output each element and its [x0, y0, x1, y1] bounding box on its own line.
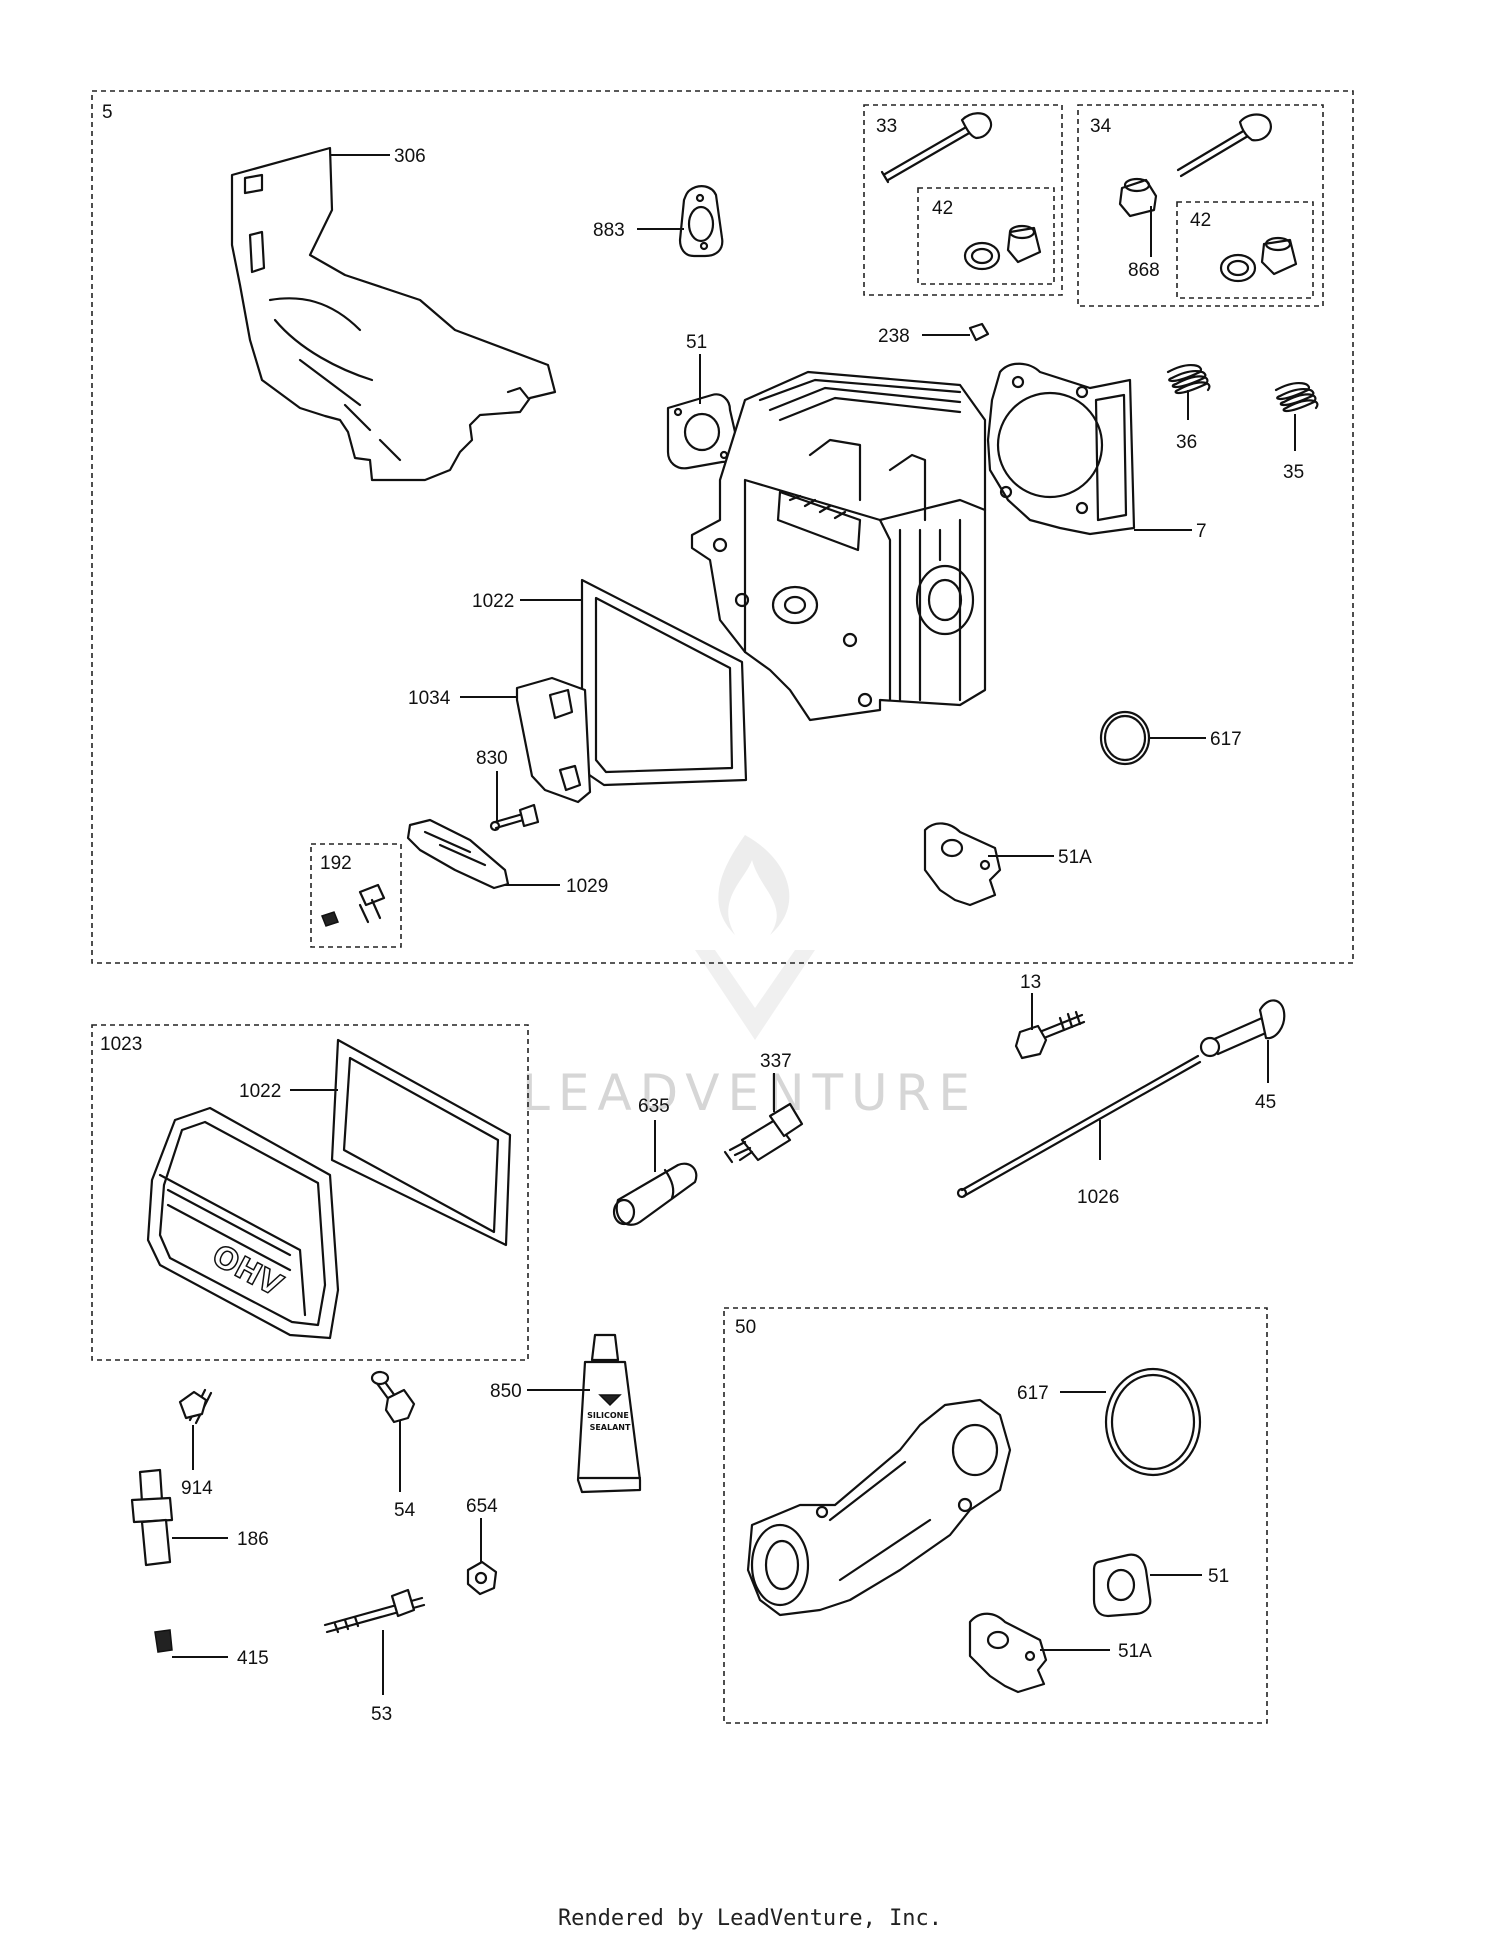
group-number-1023: 1023 — [100, 1034, 142, 1055]
label-1022-b: 1022 — [239, 1081, 281, 1102]
label-7: 7 — [1196, 521, 1207, 542]
part-617a-o-ring — [1099, 710, 1151, 766]
group-number-50: 50 — [735, 1317, 756, 1338]
part-1029-rocker-arm — [406, 818, 510, 890]
part-7-head-gasket — [986, 362, 1136, 536]
label-830: 830 — [476, 748, 508, 769]
label-51A-b: 51A — [1118, 1641, 1152, 1662]
group-number-34: 34 — [1090, 116, 1112, 137]
label-914: 914 — [181, 1478, 213, 1499]
label-53: 53 — [371, 1704, 392, 1725]
part-883-gasket — [678, 185, 724, 258]
label-635: 635 — [638, 1096, 670, 1117]
part-914-bolt — [178, 1388, 213, 1425]
part-36-spring — [1166, 364, 1211, 395]
label-45: 45 — [1255, 1092, 1276, 1113]
part-1026-push-rod — [956, 1054, 1202, 1199]
label-35: 35 — [1283, 462, 1304, 483]
label-617-b: 617 — [1017, 1383, 1049, 1404]
watermark-text: LEADVENTURE — [522, 1064, 978, 1122]
part-34-valve — [1176, 113, 1272, 178]
part-53-stud — [323, 1588, 426, 1634]
label-36: 36 — [1176, 432, 1197, 453]
sealant-text-1: SILICONE — [587, 1411, 629, 1420]
group-box-192 — [310, 843, 402, 948]
group-number-5: 5 — [102, 102, 113, 123]
group-box-34 — [1077, 104, 1324, 307]
label-883: 883 — [593, 220, 625, 241]
part-337-spark-plug — [723, 1102, 804, 1164]
label-1029: 1029 — [566, 876, 608, 897]
part-50-intake-manifold — [746, 1398, 1012, 1617]
part-51A-gasket — [923, 822, 1002, 907]
label-238: 238 — [878, 326, 910, 347]
label-51A-a: 51A — [1058, 847, 1092, 868]
part-868-valve-cap — [1118, 177, 1158, 218]
part-1023-valve-cover: OHV — [146, 1106, 340, 1340]
part-306-air-shroud — [230, 146, 557, 482]
part-51b-gasket — [1092, 1553, 1152, 1618]
part-192-adjuster — [321, 883, 386, 927]
label-54: 54 — [394, 1500, 416, 1521]
label-306: 306 — [394, 146, 426, 167]
part-33-valve — [880, 112, 993, 184]
label-1034: 1034 — [408, 688, 451, 709]
label-850: 850 — [490, 1381, 522, 1402]
footer-credit: Rendered by LeadVenture, Inc. — [557, 1906, 943, 1931]
label-868: 868 — [1128, 260, 1160, 281]
label-51-b: 51 — [1208, 1566, 1229, 1587]
part-238-plug — [968, 322, 990, 342]
group-box-1023 — [91, 1024, 529, 1361]
part-51Ab-gasket — [968, 1612, 1048, 1694]
part-cylinder-head — [690, 370, 987, 722]
sealant-text-2: SEALANT — [590, 1423, 631, 1432]
part-1034-plate — [515, 676, 592, 804]
label-51: 51 — [686, 332, 707, 353]
part-54-bolt — [370, 1370, 416, 1424]
label-415: 415 — [237, 1648, 269, 1669]
group-box-42b — [1176, 201, 1314, 299]
group-number-33: 33 — [876, 116, 897, 137]
part-42b-valve-seal — [1219, 236, 1298, 283]
group-box-50 — [723, 1307, 1268, 1724]
part-42a-valve-seal — [963, 224, 1042, 271]
part-635-boot — [612, 1162, 698, 1226]
part-617b-o-ring — [1104, 1367, 1202, 1477]
label-1022-a: 1022 — [472, 591, 514, 612]
part-830-stud — [489, 803, 540, 832]
part-850-sealant-tube: SILICONE SEALANT — [576, 1333, 642, 1494]
callout-labels: 306 883 868 238 51 36 35 7 1022 1034 830… — [181, 146, 1304, 1725]
leader-lines — [172, 154, 1296, 1695]
part-13-bolt — [1014, 1010, 1086, 1060]
part-45-valve — [1199, 999, 1286, 1058]
group-box-5 — [91, 90, 1354, 964]
label-337: 337 — [760, 1051, 792, 1072]
group-box-33 — [863, 104, 1063, 296]
part-654-nut — [466, 1560, 498, 1596]
part-1022b-cover-gasket — [330, 1038, 512, 1247]
label-186: 186 — [237, 1529, 269, 1550]
label-13: 13 — [1020, 972, 1041, 993]
part-186-breather-fitting — [130, 1468, 174, 1567]
group-number-42b: 42 — [1190, 210, 1211, 231]
group-box-42a — [917, 187, 1055, 285]
label-654: 654 — [466, 1496, 498, 1517]
label-617-a: 617 — [1210, 729, 1242, 750]
label-1026: 1026 — [1077, 1187, 1119, 1208]
watermark-logo — [695, 835, 815, 1040]
group-number-42a: 42 — [932, 198, 953, 219]
part-35-spring — [1274, 382, 1319, 413]
group-number-192: 192 — [320, 853, 352, 874]
part-415-plug — [154, 1629, 173, 1653]
